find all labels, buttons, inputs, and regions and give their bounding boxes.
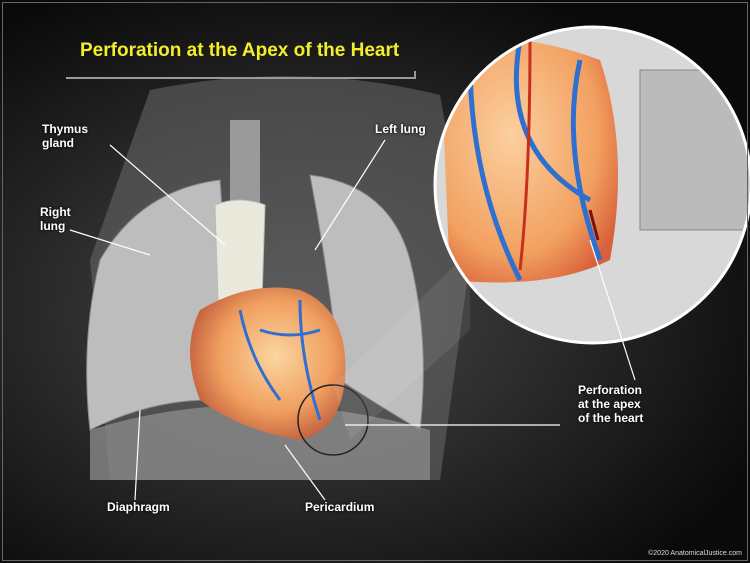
perforation-mark [588, 209, 600, 241]
label-diaphragm: Diaphragm [107, 500, 170, 514]
trachea [230, 120, 260, 210]
label-left-lung: Left lung [375, 122, 426, 136]
label-thymus: Thymus gland [42, 122, 89, 150]
label-right-lung: Right lung [40, 205, 71, 233]
magnify-cone [333, 250, 470, 440]
magnified-apex [435, 27, 750, 343]
copyright: ©2020 AnatomicalJustice.com [648, 550, 742, 557]
heart [190, 287, 346, 440]
title-underline [66, 71, 416, 79]
page-title: Perforation at the Apex of the Heart [80, 40, 400, 61]
label-perforation: Perforation at the apex of the heart [578, 383, 644, 425]
apex-highlight-circle [297, 384, 369, 456]
leader-lines [69, 139, 636, 501]
magnifier-ring [433, 25, 750, 345]
diaphragm [90, 405, 430, 480]
label-pericardium: Pericardium [305, 500, 375, 514]
coronary-veins [238, 299, 322, 421]
